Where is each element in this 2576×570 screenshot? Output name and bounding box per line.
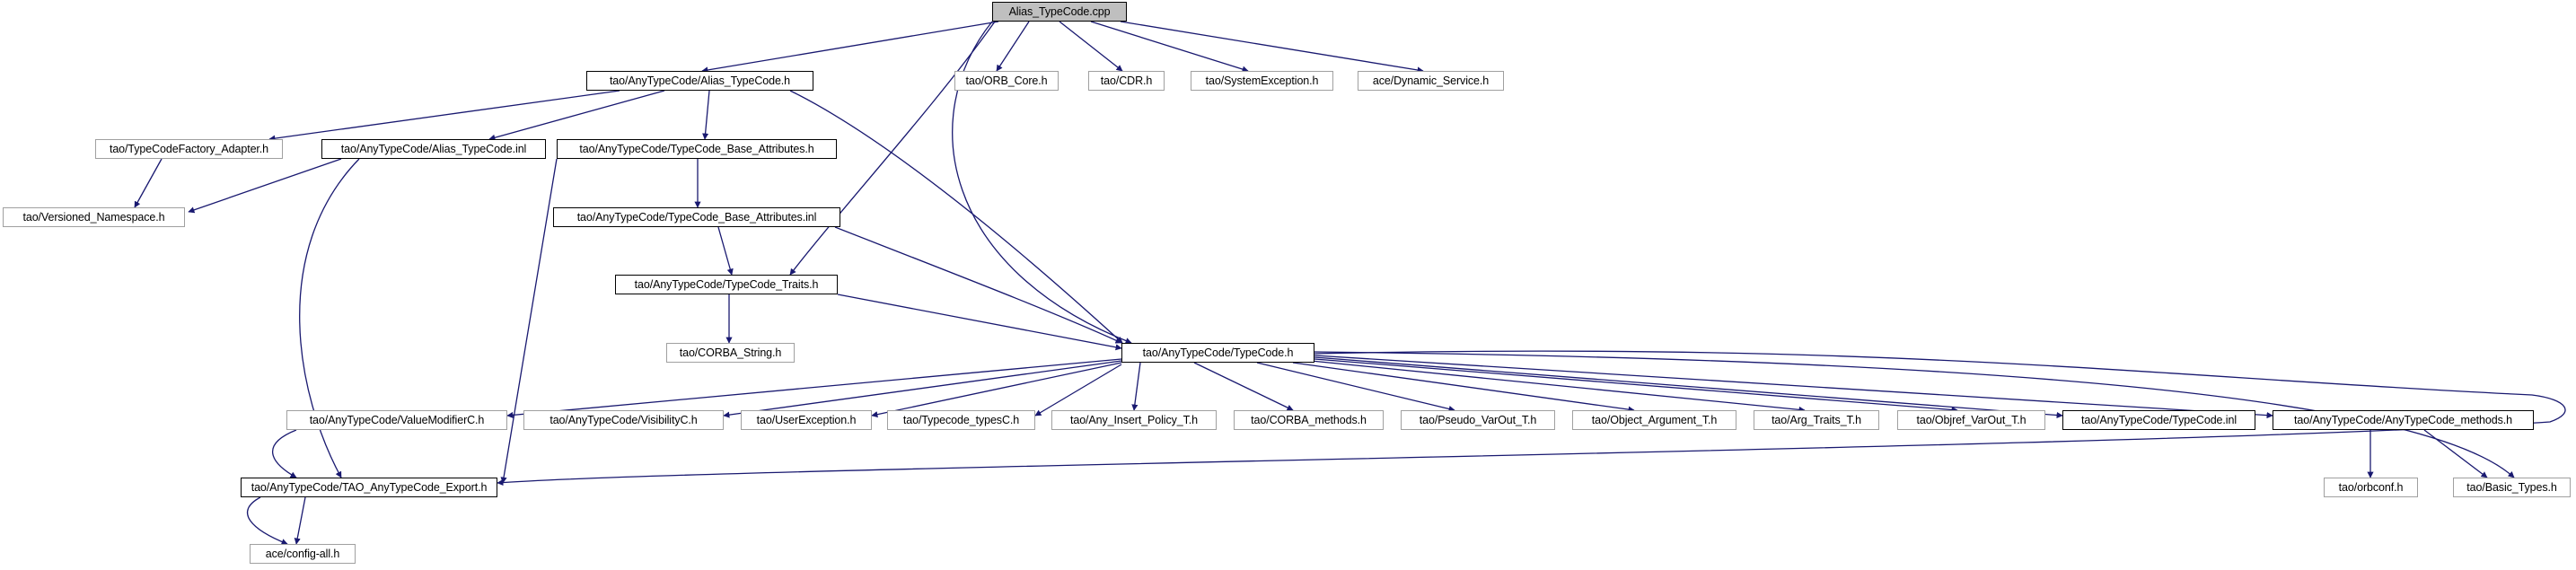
graph-edge-tc_h-to-anyins (1131, 362, 1141, 411)
graph-node-corba_str[interactable]: tao/CORBA_String.h (666, 343, 795, 363)
graph-node-typesc[interactable]: tao/Typecode_typesC.h (887, 410, 1035, 430)
graph-edge-valmod-to-export_h (272, 429, 297, 478)
graph-edge-root-to-tc_h (952, 21, 1132, 344)
graph-node-versioned[interactable]: tao/Versioned_Namespace.h (3, 207, 185, 227)
graph-node-orbconf[interactable]: tao/orbconf.h (2324, 478, 2418, 497)
graph-node-tcfa[interactable]: tao/TypeCodeFactory_Adapter.h (95, 139, 283, 159)
graph-edge-tcba_inl-to-traits (717, 226, 734, 276)
graph-edge-tc_h-to-typesc (1034, 364, 1122, 417)
graph-node-atc_meth[interactable]: tao/AnyTypeCode/AnyTypeCode_methods.h (2273, 410, 2534, 430)
graph-edge-traits-to-tc_h (837, 294, 1122, 351)
graph-edge-root-to-alias_h (701, 21, 999, 74)
graph-node-basic[interactable]: tao/Basic_Types.h (2453, 478, 2571, 497)
graph-edge-tc_h-to-objarg (1292, 362, 1635, 413)
graph-node-tc_inl[interactable]: tao/AnyTypeCode/TypeCode.inl (2062, 410, 2255, 430)
graph-node-tcba_inl[interactable]: tao/AnyTypeCode/TypeCode_Base_Attributes… (553, 207, 840, 227)
graph-edge-tc_h-to-valmod (506, 358, 1122, 418)
graph-edge-alias_h-to-tcfa (268, 90, 620, 142)
graph-edge-root-to-dynsvc (1120, 21, 1424, 74)
graph-edge-alias_h-to-tcba_h (702, 90, 710, 140)
graph-node-export_h[interactable]: tao/AnyTypeCode/TAO_AnyTypeCode_Export.h (241, 478, 497, 497)
graph-node-objarg[interactable]: tao/Object_Argument_T.h (1572, 410, 1736, 430)
graph-edge-tcba_inl-to-tc_h (834, 226, 1122, 344)
graph-edge-alias_inl-to-versioned (188, 158, 342, 214)
graph-edge-alias_h-to-alias_inl (488, 90, 665, 141)
graph-node-userexc[interactable]: tao/UserException.h (741, 410, 872, 430)
graph-node-dynsvc[interactable]: ace/Dynamic_Service.h (1358, 71, 1504, 91)
graph-edge-atc_meth-to-basic (2423, 429, 2488, 478)
graph-node-traits[interactable]: tao/AnyTypeCode/TypeCode_Traits.h (615, 275, 838, 294)
graph-node-sysexc[interactable]: tao/SystemException.h (1191, 71, 1333, 91)
graph-node-argtraits[interactable]: tao/Arg_Traits_T.h (1754, 410, 1879, 430)
graph-edge-tcfa-to-versioned (134, 158, 163, 208)
graph-node-alias_h[interactable]: tao/AnyTypeCode/Alias_TypeCode.h (586, 71, 813, 91)
graph-edge-tc_h-to-argtraits (1310, 360, 1806, 413)
graph-edge-tc_h-to-atc_meth (1314, 355, 2273, 419)
graph-node-config_all[interactable]: ace/config-all.h (250, 544, 356, 564)
graph-edge-root-to-cdr (1059, 21, 1123, 72)
graph-node-cdr[interactable]: tao/CDR.h (1088, 71, 1165, 91)
graph-node-objref[interactable]: tao/Objref_VarOut_T.h (1897, 410, 2045, 430)
graph-node-tcba_h[interactable]: tao/AnyTypeCode/TypeCode_Base_Attributes… (557, 139, 837, 159)
graph-edge-tcba_h-to-export_h (500, 158, 558, 484)
graph-node-alias_inl[interactable]: tao/AnyTypeCode/Alias_TypeCode.inl (321, 139, 546, 159)
graph-node-anyins[interactable]: tao/Any_Insert_Policy_T.h (1051, 410, 1217, 430)
graph-edge-tc_h-to-tc_inl (1314, 356, 2063, 419)
graph-edge-tc_h-to-objref (1314, 358, 1958, 414)
graph-edge-tc_h-to-userexc (871, 362, 1122, 418)
graph-node-corbameth[interactable]: tao/CORBA_methods.h (1234, 410, 1384, 430)
graph-node-tc_h[interactable]: tao/AnyTypeCode/TypeCode.h (1121, 343, 1314, 363)
graph-node-visib[interactable]: tao/AnyTypeCode/VisibilityC.h (523, 410, 724, 430)
graph-node-orb_core[interactable]: tao/ORB_Core.h (954, 71, 1059, 91)
graph-node-pseudo[interactable]: tao/Pseudo_VarOut_T.h (1401, 410, 1555, 430)
graph-edges (134, 21, 2566, 545)
graph-edge-tc_h-to-visib (723, 360, 1122, 418)
graph-edge-export_h-to-config_all (294, 496, 306, 545)
graph-edge-root-to-sysexc (1090, 21, 1249, 73)
graph-node-valmod[interactable]: tao/AnyTypeCode/ValueModifierC.h (286, 410, 507, 430)
graph-edge-tc_h-to-corbameth (1193, 362, 1294, 411)
graph-node-root[interactable]: Alias_TypeCode.cpp (992, 2, 1127, 22)
graph-edge-root-to-orb_core (996, 21, 1030, 72)
graph-edge-export_h-to-config_all (247, 496, 288, 545)
graph-edge-tc_h-to-pseudo (1256, 362, 1455, 412)
